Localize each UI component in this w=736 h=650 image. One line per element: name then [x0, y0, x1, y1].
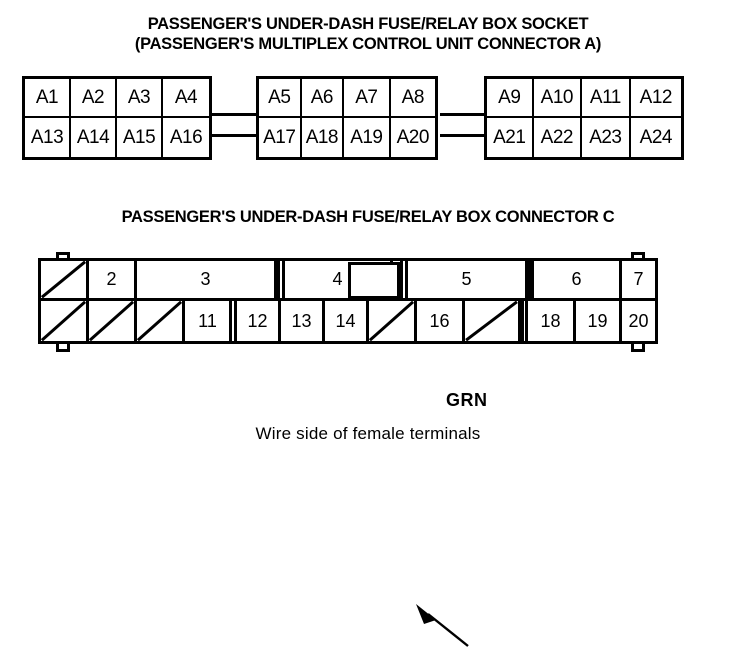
pin-number: 2: [106, 269, 117, 289]
connector-c-diagram: 2 3 4 5 6 7 11 12 13 14 16 18 19 20: [0, 252, 736, 647]
pin-number: 7: [633, 269, 644, 289]
pin-cell-a10: A10: [533, 79, 583, 118]
connector-a-title-line1: PASSENGER'S UNDER-DASH FUSE/RELAY BOX SO…: [147, 15, 589, 33]
connector-c-bottom-blank-10: [465, 301, 521, 341]
pin-cell-a5: A5: [259, 79, 302, 118]
connector-a-title-line2: (PASSENGER'S MULTIPLEX CONTROL UNIT CONN…: [134, 35, 602, 53]
pin-number: 19: [587, 310, 608, 331]
pin-cell-a21: A21: [487, 118, 534, 157]
connector-c-top-pin-5: 5: [408, 261, 528, 298]
connector-c-bottom-pin-12: 12: [237, 301, 281, 341]
connector-c-bottom-pin-13: 13: [281, 301, 325, 341]
connector-c-bottom-pin-14: 14: [325, 301, 369, 341]
connector-c-top-blank-1: [41, 261, 89, 298]
connector-c-body: 2 3 4 5 6 7 11 12 13 14 16 18 19 20: [38, 258, 658, 344]
pin-cell-a9: A9: [487, 79, 534, 118]
diagram-caption: Wire side of female terminals: [255, 424, 481, 443]
connector-c-bottom-pin-20: 20: [622, 301, 655, 341]
connector-c-top-seam-2: [400, 261, 408, 298]
connector-c-top-seam-1: [277, 261, 285, 298]
connector-c-title: PASSENGER'S UNDER-DASH FUSE/RELAY BOX CO…: [121, 208, 615, 226]
connector-c-bottom-blank-1: [41, 301, 89, 341]
connector-c-bottom-seam-1: [229, 301, 237, 341]
pin-cell-a11: A11: [582, 79, 631, 118]
connector-c-top-pin-7: 7: [622, 261, 655, 298]
pin-cell-a22: A22: [534, 118, 583, 157]
pin-number: 20: [628, 310, 649, 331]
connector-c-bottom-seam-2: [521, 301, 528, 341]
pin-number: 6: [571, 269, 582, 289]
pin-cell-a20: A20: [396, 126, 430, 148]
pin-number: 13: [291, 310, 312, 331]
pin-cell-a8: A8: [390, 79, 435, 118]
connector-c-bottom-pin-18: 18: [528, 301, 576, 341]
pin-cell-a1: A1: [25, 79, 71, 118]
connector-c-bottom-pin-16: 16: [417, 301, 465, 341]
pin-cell-a15: A15: [117, 118, 163, 157]
connector-a-title: PASSENGER'S UNDER-DASH FUSE/RELAY BOX SO…: [0, 14, 736, 54]
pin-number: 14: [335, 310, 356, 331]
grn-wire-label: GRN: [446, 390, 488, 410]
group-link-right-lower: [440, 134, 500, 137]
pin-number: 11: [198, 310, 217, 331]
connector-c-bottom-pin-19: 19: [576, 301, 622, 341]
pin-number: 18: [540, 310, 561, 331]
pin-cell-a18: A18: [302, 118, 345, 157]
connector-c-top-pin-3: 3: [137, 261, 277, 298]
pin-cell-a24: A24: [639, 126, 673, 148]
pin-number: 5: [461, 269, 472, 289]
pin-cell-a7: A7: [344, 79, 391, 118]
connector-c-bottom-blank-3: [137, 301, 185, 341]
connector-c-top-pin-2: 2: [89, 261, 137, 298]
pin-cell-a19: A19: [344, 118, 391, 157]
connector-c-bottom-row: 11 12 13 14 16 18 19 20: [41, 301, 655, 341]
pin-cell-a23: A23: [582, 118, 631, 157]
pin-cell-a3: A3: [117, 79, 163, 118]
pin-number: 16: [429, 310, 450, 331]
pin-number: 12: [247, 310, 268, 331]
pin-cell-a16: A16: [169, 126, 203, 148]
connector-c-top-pin-6: 6: [534, 261, 622, 298]
connector-c-bottom-pin-11: 11: [185, 301, 233, 341]
pin-cell-a14: A14: [71, 118, 117, 157]
pin-cell-a12: A12: [630, 79, 681, 118]
group-link-left-upper: [210, 113, 270, 116]
pin-cell-a13: A13: [25, 118, 71, 157]
connector-c-empty-cavity: [348, 262, 400, 299]
pin-cell-a17: A17: [259, 118, 302, 157]
pin-number: 4: [332, 269, 343, 289]
pin-cell-a6: A6: [301, 79, 345, 118]
grn-arrow-icon: [416, 604, 469, 647]
connector-c-top-seam-3: [528, 261, 534, 298]
pin-cell-a2: A2: [71, 79, 117, 118]
connector-c-top-row: 2 3 4 5 6 7: [41, 261, 655, 301]
pin-number: 3: [200, 269, 211, 289]
pin-cell-a4: A4: [163, 79, 209, 118]
group-link-left-lower: [210, 134, 270, 137]
connector-c-bottom-blank-2: [89, 301, 137, 341]
connector-c-bottom-blank-8: [369, 301, 417, 341]
group-link-right-upper: [440, 113, 500, 116]
